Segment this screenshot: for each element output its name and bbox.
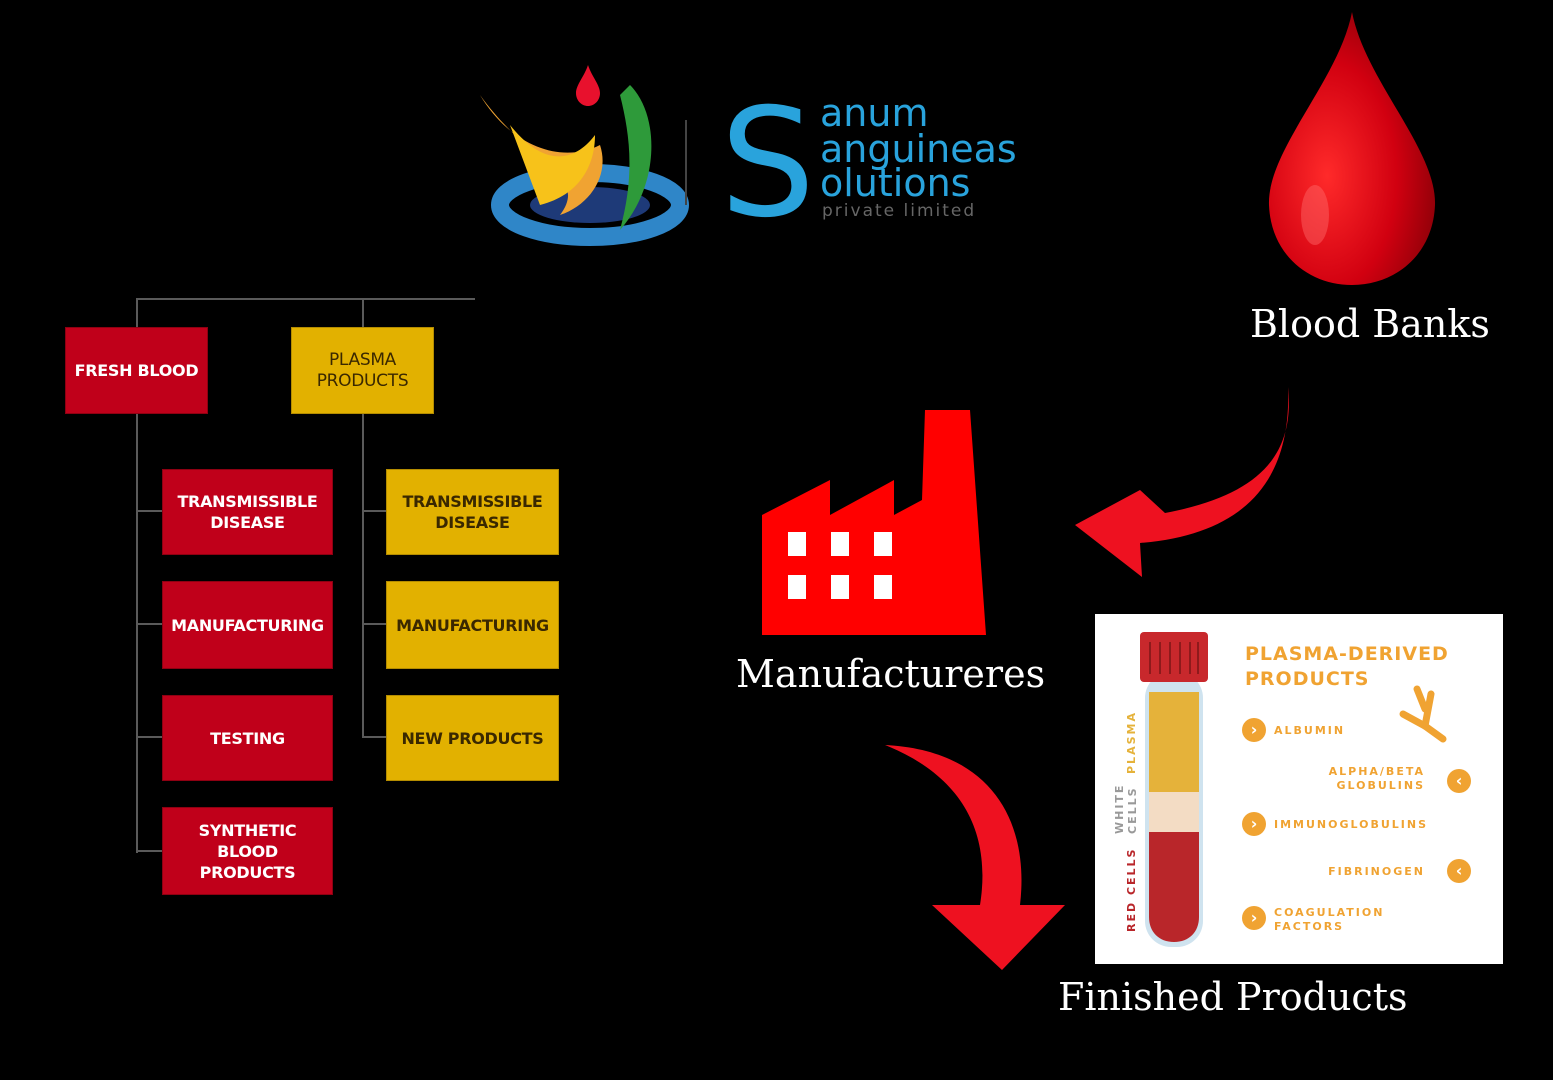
tree-branch [362,510,387,512]
arrow-to-manufacturers-icon [1075,387,1289,577]
chevron-left-icon: ‹ [1447,769,1471,793]
node-gold-new-products: NEW PRODUCTS [386,695,559,781]
caption-finished-products: Finished Products [1058,975,1408,1019]
tree-branch [136,850,163,852]
tree-branch [136,736,163,738]
node-red-transmissible-disease: TRANSMISSIBLE DISEASE [162,469,333,555]
tree-branch [362,623,387,625]
node-fresh-blood: FRESH BLOOD [65,327,208,414]
arrow-to-finished-products-icon [885,745,1065,970]
logo-line3: olutions [820,161,971,205]
tree-connector [136,298,138,328]
factory-icon [762,410,986,635]
chevron-left-icon: ‹ [1447,859,1471,883]
tube-label-plasma: PLASMA [1125,711,1138,774]
tree-branch [136,623,163,625]
node-red-manufacturing: MANUFACTURING [162,581,333,669]
logo-initial-text: S [720,77,815,251]
item-alpha-beta-globulins: ALPHA/BETA GLOBULINS [1328,765,1425,792]
tube-label-red-cells: RED CELLS [1125,847,1138,932]
blood-drop-icon [1268,12,1436,285]
item-fibrinogen: FIBRINOGEN [1328,865,1425,878]
item-coagulation-factors: COAGULATION FACTORS [1274,906,1385,933]
tree-red-trunk [136,413,138,853]
chevron-right-icon: › [1242,718,1266,742]
chevron-right-icon: › [1242,812,1266,836]
logo-emblem-icon: S [480,65,815,251]
tree-connector [362,298,364,328]
node-red-synthetic-blood-products: SYNTHETIC BLOOD PRODUCTS [162,807,333,895]
plasma-derived-products-infographic: PLASMA WHITE CELLS RED CELLS PLASMA-DERI… [1095,614,1503,964]
company-logo: S anum anguineas olutions private limite… [470,55,1030,255]
chevron-right-icon: › [1242,906,1266,930]
node-plasma-products: PLASMA PRODUCTS [291,327,434,414]
tree-branch [362,736,387,738]
node-red-testing: TESTING [162,695,333,781]
node-gold-manufacturing: MANUFACTURING [386,581,559,669]
infographic-title: PLASMA-DERIVED PRODUCTS [1245,643,1449,690]
node-gold-transmissible-disease: TRANSMISSIBLE DISEASE [386,469,559,555]
logo-line1: anum [820,91,929,135]
blood-tube-icon [1140,632,1208,947]
caption-manufacturers: Manufactureres [736,652,1046,696]
antibody-icon [1399,685,1447,743]
tree-gold-trunk [362,413,364,738]
tree-top-connector [136,298,475,300]
item-albumin: ALBUMIN [1274,724,1346,737]
logo-tagline: private limited [822,201,977,221]
caption-blood-banks: Blood Banks [1250,302,1490,346]
logo-line2: anguineas [820,127,1017,171]
tube-label-white-cells: WHITE CELLS [1113,783,1139,834]
tree-branch [136,510,163,512]
item-immunoglobulins: IMMUNOGLOBULINS [1274,818,1429,831]
